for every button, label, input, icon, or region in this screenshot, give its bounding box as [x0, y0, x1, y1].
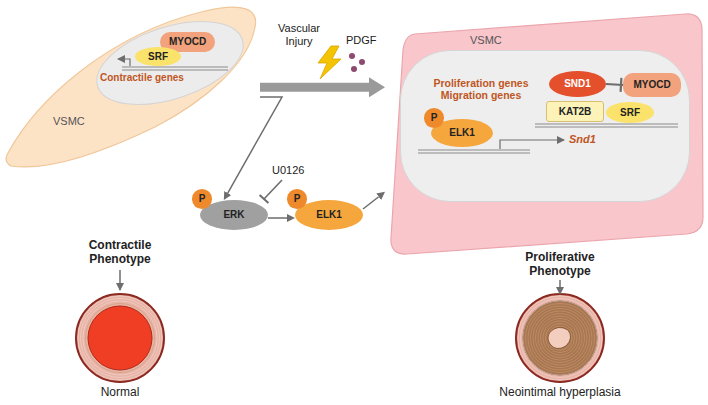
node-text: ELK1 [316, 209, 342, 221]
node-text: P [199, 193, 206, 205]
vessel-section: Neointimal hyperplasia [480, 282, 640, 404]
inhibitor-line [264, 180, 282, 199]
node-text: SRF [148, 51, 168, 63]
protein-ellipse: ELK1P [431, 119, 493, 147]
node-text: SND1 [564, 78, 591, 90]
node-text: KAT2B [559, 106, 592, 118]
phenotype-label: Contractile Phenotype [75, 238, 165, 267]
pdgf-dot [359, 59, 365, 65]
phenotype-arrow [119, 270, 121, 290]
protein-box: MYOCD [623, 73, 681, 97]
node-label: Snd1 [569, 133, 596, 146]
node-label: Neointimal hyperplasia [480, 386, 640, 400]
inhibition-bar [619, 78, 622, 92]
stimulus-label: PDGF [346, 34, 377, 47]
transcription-arrow [500, 140, 564, 149]
phospho-circle: P [424, 108, 445, 128]
kinase-ellipse: ELK1P [295, 200, 363, 230]
phenotype-label: Proliferative Phenotype [510, 250, 610, 279]
pdgf-dot [351, 66, 357, 72]
nucleus: Proliferation genes Migration genesSnd1 E… [400, 50, 690, 202]
inhibition-line [606, 84, 623, 85]
signal-arrow [363, 197, 379, 209]
node-text: P [431, 112, 438, 124]
stimulus-label: Vascular Injury [266, 22, 332, 48]
phenotype-arrow [559, 280, 561, 294]
signal-arrow [268, 217, 287, 219]
node-text: ERK [223, 209, 244, 221]
phospho-circle: P [192, 189, 213, 209]
protein-ellipse: SRF [135, 47, 181, 66]
transition-arrow [260, 83, 369, 92]
node-label: VSMC [53, 115, 85, 128]
protein-ellipse: SND1 [549, 71, 606, 97]
node-text: P [294, 193, 301, 205]
inhibitor-label: U0126 [272, 164, 304, 177]
node-label: Proliferation genes Migration genes [421, 77, 541, 101]
protein-box: KAT2B [546, 101, 604, 122]
vsmc-cell: VSMC Contractile genes MYOCDSRF [5, 3, 260, 175]
phospho-circle: P [287, 189, 308, 209]
lightning-symbol [318, 46, 341, 79]
dna-strand [122, 67, 678, 153]
kinase-ellipse: ERKP [200, 200, 268, 230]
protein-ellipse: SRF [606, 102, 654, 123]
vessel-section: Normal [60, 282, 180, 404]
vsmc-cell: VSMCProliferation genes Migration genesS… [385, 12, 705, 255]
node-text: SRF [620, 107, 640, 119]
node-label: VSMC [470, 34, 502, 47]
node-text: MYOCD [633, 79, 670, 91]
node-label: Contractile genes [100, 72, 184, 84]
pdgf-dot [349, 53, 355, 59]
signal-arrow [228, 97, 282, 193]
transcription-arrow [118, 59, 130, 66]
node-text: MYOCD [169, 36, 206, 48]
node-text: ELK1 [449, 127, 475, 139]
node-label: Normal [60, 386, 180, 400]
nucleus: Contractile genes MYOCDSRF [90, 18, 250, 108]
inhibitor-bar [260, 195, 269, 203]
